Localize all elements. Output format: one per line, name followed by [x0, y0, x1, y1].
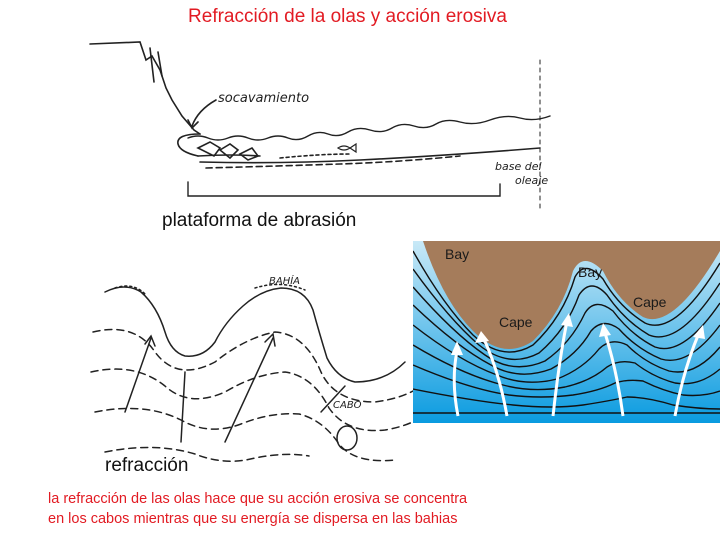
caption-line-1: la refracción de las olas hace que su ac…	[48, 489, 608, 509]
caption: la refracción de las olas hace que su ac…	[48, 489, 608, 529]
platform-label: plataforma de abrasión	[160, 210, 358, 232]
undercut-label: socavamiento	[218, 91, 309, 106]
wave-base-label-2: oleaje	[515, 174, 548, 187]
refraction-sketch: BAHÍA CABO	[85, 262, 425, 477]
bay-sketch-label: BAHÍA	[269, 274, 300, 287]
wave-base-label-1: base del	[495, 160, 542, 173]
label-cape-left: Cape	[499, 314, 533, 330]
label-bay-right: Bay	[578, 264, 602, 280]
caption-line-2: en los cabos mientras que su energía se …	[48, 509, 608, 529]
label-cape-right: Cape	[633, 294, 667, 310]
refraction-label: refracción	[103, 455, 190, 477]
bay-cape-diagram: Bay Bay Cape Cape	[413, 241, 720, 423]
cliff-abrasion-sketch: socavamiento base del oleaje	[80, 30, 580, 215]
slide-title: Refracción de la olas y acción erosiva	[0, 6, 695, 28]
label-bay-left: Bay	[445, 246, 469, 262]
cape-sketch-label: CABO	[333, 400, 362, 411]
